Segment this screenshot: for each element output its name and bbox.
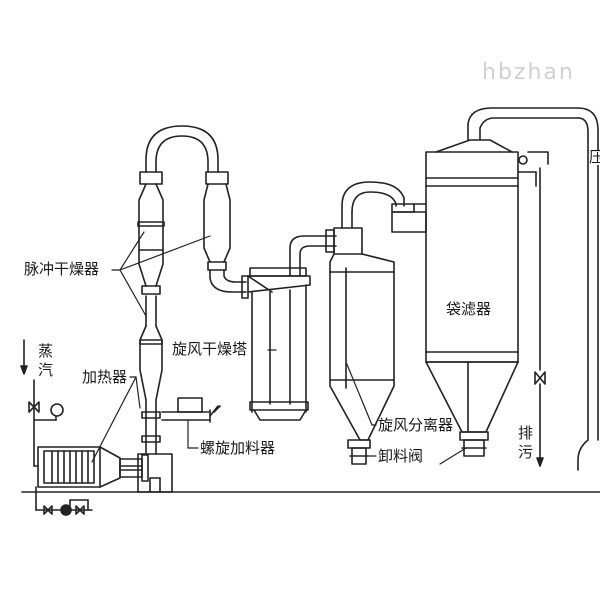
condensate-line — [35, 486, 93, 516]
label-cyclone-separator: 旋风分离器 — [378, 416, 454, 434]
label-discharge-valve: 卸料阀 — [378, 447, 424, 465]
label-drain: 排污 — [518, 424, 534, 461]
leader-lines — [91, 231, 467, 465]
label-bag-filter: 袋滤器 — [446, 300, 492, 318]
cyclone-separator — [329, 181, 415, 465]
cyclone-dryer-tower — [247, 229, 337, 421]
pulse-dryer-column — [137, 125, 249, 493]
steam-pipe — [20, 339, 64, 467]
label-steam: 蒸汽 — [38, 342, 54, 379]
label-heater: 加热器 — [82, 368, 128, 386]
label-pulse-dryer: 脉冲干燥器 — [24, 260, 100, 278]
label-edge-partial: 压 — [589, 150, 600, 165]
label-cyclone-dryer-tower: 旋风干燥塔 — [172, 340, 248, 358]
bag-filter — [391, 107, 599, 457]
heater-unit — [37, 446, 149, 488]
watermark: hbzhan — [482, 60, 575, 85]
label-screw-feeder: 螺旋加料器 — [200, 439, 276, 457]
drain-line — [534, 167, 546, 467]
screw-feeder — [161, 397, 221, 423]
exhaust-duct — [577, 149, 599, 471]
